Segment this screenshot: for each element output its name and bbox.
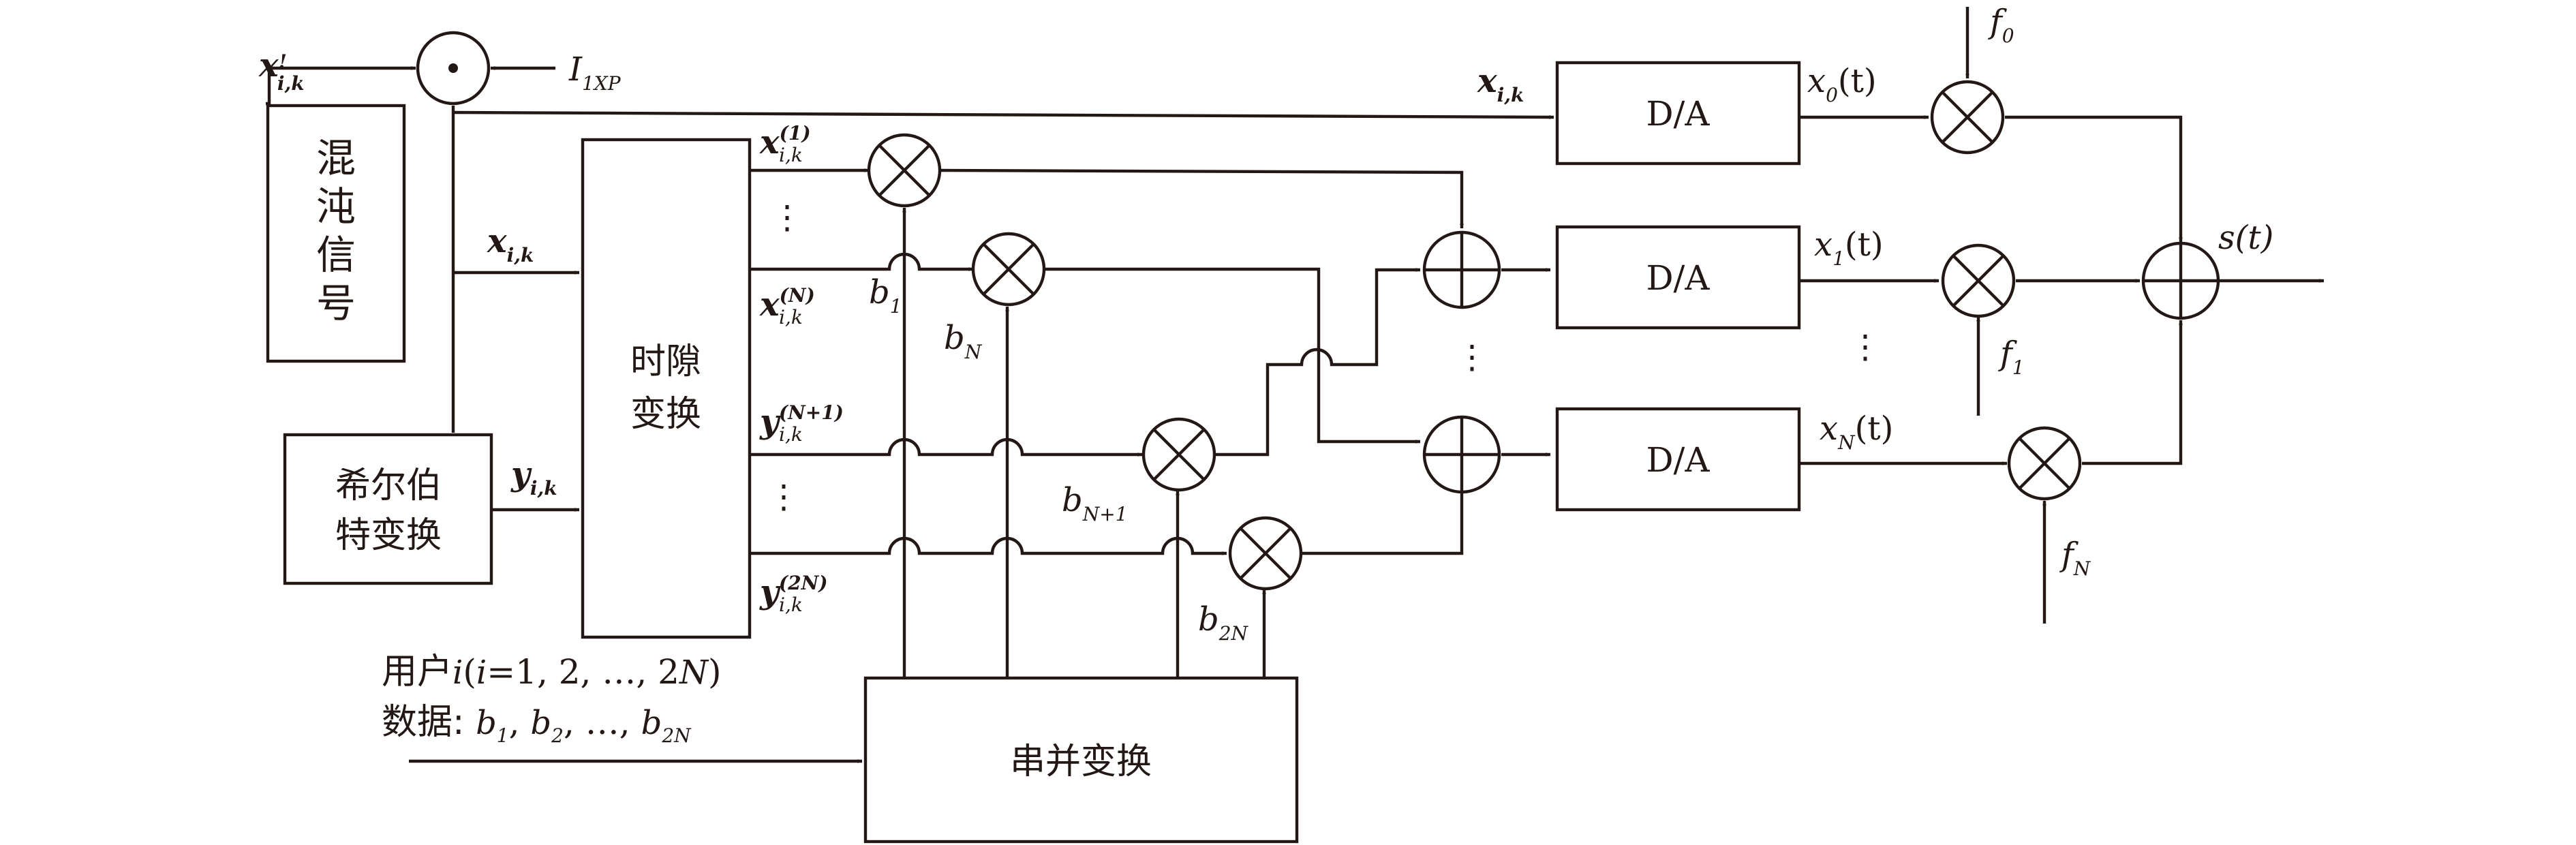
arrow-mixerN-to-sum	[2082, 320, 2183, 465]
da1-label: D/A	[1646, 258, 1710, 298]
svg-text:x1(t): x1(t)	[1814, 226, 1884, 270]
svg-text:x!i,k: x!i,k	[258, 46, 305, 95]
hilbert-transform-block: 希尔伯 特变换	[283, 433, 493, 585]
ellipsis-upper: ⋮	[771, 198, 803, 236]
label-xNt: xN(t)	[1820, 410, 1893, 454]
user-data-label: 数据: b1, b2, …, b2N	[382, 702, 692, 747]
adder-bottom	[1422, 415, 1501, 494]
da0-label: D/A	[1646, 94, 1710, 134]
user-index-label: 用户i(i=1, 2, …, 2N)	[382, 651, 721, 692]
svg-text:xN(t): xN(t)	[1820, 410, 1893, 454]
arrow-x-to-da0	[453, 110, 1554, 119]
svg-text:bN+1: bN+1	[1062, 481, 1128, 525]
label-f0: f0	[1988, 3, 2014, 47]
slot-line-1: 时隙	[630, 341, 701, 382]
svg-text:yi,k: yi,k	[510, 455, 557, 500]
label-x1t: x1(t)	[1814, 226, 1884, 270]
arrow-mult2N-to-adder2	[1302, 480, 1464, 555]
carrier-mixer-N	[2007, 426, 2082, 501]
chaos-char-1: 混	[316, 135, 356, 181]
ellipsis-adders: ⋮	[1456, 338, 1488, 376]
label-i1xp: I1XP	[568, 50, 622, 95]
chaos-char-4: 号	[316, 280, 356, 326]
svg-text:y(N+1): y(N+1)	[759, 401, 844, 441]
multiplier-b2N	[1228, 516, 1303, 591]
arrow-slot-to-multN	[750, 252, 974, 271]
label-x-prime: x!i,k	[258, 46, 305, 95]
label-x-ik-1: x(1) i,k	[759, 122, 811, 166]
hilbert-line-2: 特变换	[335, 515, 442, 556]
label-y-ik-left: yi,k	[510, 455, 557, 500]
serial-parallel-block: 串并变换	[863, 676, 1299, 844]
daN-label: D/A	[1646, 440, 1710, 480]
arrow-slot-to-multN1	[750, 437, 1143, 457]
arrow-mult1-to-adder1	[940, 168, 1464, 229]
label-y-ik-2N: y(2N) i,k	[759, 572, 827, 616]
svg-text:i,k: i,k	[779, 594, 803, 616]
svg-text:bN: bN	[944, 319, 983, 363]
svg-text:用户i(i=1, 2, …, 2N): 用户i(i=1, 2, …, 2N)	[382, 651, 721, 692]
svg-text:f0: f0	[1988, 3, 2014, 47]
label-bN: bN	[944, 319, 983, 363]
da-converter-0: D/A	[1555, 61, 1801, 166]
chaos-char-3: 信	[316, 232, 356, 278]
svg-text:I1XP: I1XP	[568, 50, 622, 95]
adder-top	[1422, 230, 1501, 309]
svg-text:i,k: i,k	[779, 306, 803, 328]
arrow-slot-to-mult2N	[750, 536, 1227, 555]
ellipsis-da-outputs: ⋮	[1849, 328, 1882, 366]
label-x-ik-upper: xi,k	[1477, 62, 1524, 106]
multiplier-bN	[971, 232, 1046, 307]
label-y-ik-N1: y(N+1) i,k	[759, 401, 844, 446]
carrier-mixer-0	[1930, 80, 2005, 155]
chaos-char-2: 沌	[316, 183, 356, 230]
chaos-signal-block: 混 沌 信 号	[266, 104, 406, 363]
svg-text:xi,k: xi,k	[487, 222, 534, 266]
svg-text:i,k: i,k	[779, 423, 803, 446]
label-bN1: bN+1	[1062, 481, 1128, 525]
multiplier-b1	[867, 133, 942, 208]
time-slot-transform-block: 时隙 变换	[581, 138, 752, 639]
svg-text:fN: fN	[2059, 536, 2091, 580]
label-x-ik-N: x(N) i,k	[759, 284, 815, 328]
dot-product-operator	[416, 31, 491, 106]
svg-text:i,k: i,k	[779, 144, 803, 166]
label-f1: f1	[1998, 335, 2025, 379]
da-converter-1: D/A	[1555, 225, 1801, 330]
arrow-mixer0-to-sum	[2005, 115, 2183, 243]
svg-text:b1: b1	[869, 273, 902, 318]
slot-line-2: 变换	[630, 394, 701, 435]
ellipsis-lower: ⋮	[767, 478, 800, 516]
svg-text:数据: b1, b2, …, b2N: 数据: b1, b2, …, b2N	[382, 702, 692, 747]
connection-lines	[266, 7, 2325, 763]
label-x0t: x0(t)	[1807, 62, 1877, 106]
svg-text:b2N: b2N	[1198, 600, 1249, 645]
svg-text:y(2N): y(2N)	[759, 572, 827, 611]
hilbert-line-1: 希尔伯	[335, 465, 442, 506]
carrier-mixer-1	[1941, 243, 2016, 318]
arrow-x-prime-to-dot	[266, 66, 416, 106]
label-x-ik-left: xi,k	[487, 222, 534, 266]
arrow-multN-to-adder2	[1045, 267, 1421, 444]
svg-text:x(N): x(N)	[759, 284, 815, 324]
svg-text:f1: f1	[1998, 335, 2025, 379]
output-summer	[2141, 241, 2220, 320]
label-st: s(t)	[2218, 219, 2273, 257]
da-converter-N: D/A	[1555, 407, 1801, 512]
label-b1: b1	[869, 273, 902, 318]
svg-text:xi,k: xi,k	[1477, 62, 1524, 106]
arrow-multN1-to-adder1	[1215, 268, 1421, 457]
label-fN: fN	[2059, 536, 2091, 580]
multiplier-bN1	[1141, 417, 1216, 492]
serial-parallel-label: 串并变换	[1010, 741, 1152, 782]
svg-text:x(1): x(1)	[759, 122, 811, 162]
label-b2N: b2N	[1198, 600, 1249, 645]
svg-text:x0(t): x0(t)	[1807, 62, 1877, 106]
